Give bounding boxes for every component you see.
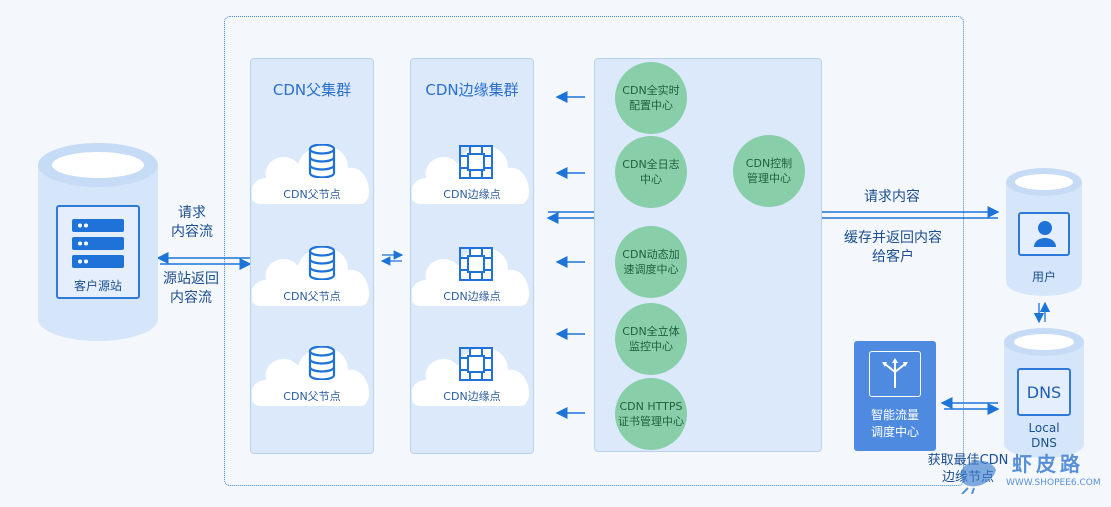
monitoring-center: CDN全立体监控中心 — [615, 303, 687, 375]
database-icon — [308, 144, 336, 178]
realtime-config-center: CDN全实时配置中心 — [615, 62, 687, 134]
dynamic-accel-line2: 速调度中心 — [623, 263, 679, 276]
parent-node-2-label: CDN父节点 — [283, 290, 341, 303]
request-content-label: 请求内容 — [864, 189, 920, 205]
local-dns-line2: DNS — [1031, 436, 1057, 450]
dns-icon-label: DNS — [1026, 382, 1062, 402]
control-center-line1: CDN控制 — [745, 157, 793, 170]
request-flow-line2: 内容流 — [171, 224, 213, 240]
watermark-url: WWW.SHOPEE6.COM — [1006, 478, 1101, 488]
cdn-system-frame — [224, 16, 964, 486]
return-flow-line2: 内容流 — [170, 290, 212, 306]
dispatch-icon-box — [869, 351, 921, 397]
return-flow-line1: 源站返回 — [163, 271, 219, 287]
monitoring-line1: CDN全立体 — [622, 325, 680, 338]
realtime-config-line1: CDN全实时 — [622, 84, 680, 97]
smart-dispatch-line1: 智能流量 — [870, 408, 919, 422]
control-management-center: CDN控制管理中心 — [733, 135, 805, 207]
user-box — [1018, 212, 1070, 256]
dynamic-accel-line1: CDN动态加 — [622, 248, 680, 261]
database-icon — [308, 246, 336, 280]
return-flow-label: 源站返回 内容流 — [156, 270, 226, 308]
edge-node-1: CDN边缘点 — [412, 134, 532, 206]
edge-network-icon — [459, 347, 493, 381]
https-cert-line1: CDN HTTPS — [619, 400, 683, 413]
cache-return-line1: 缓存并返回内容 — [844, 230, 942, 246]
user-label: 用户 — [1031, 270, 1056, 284]
log-center-line1: CDN全日志 — [622, 158, 680, 171]
origin-server-box: 客户源站 — [56, 205, 140, 299]
dynamic-acceleration-center: CDN动态加速调度中心 — [615, 226, 687, 298]
parent-cluster-title: CDN父集群 — [272, 81, 352, 99]
edge-node-2-label: CDN边缘点 — [443, 290, 501, 303]
parent-node-3-label: CDN父节点 — [283, 390, 341, 403]
control-center-line2: 管理中心 — [746, 172, 791, 185]
local-dns-line1: Local — [1028, 421, 1060, 435]
parent-node-3: CDN父节点 — [252, 336, 372, 408]
https-cert-center: CDN HTTPS 证书管理中心 — [615, 378, 687, 450]
server-rack-icon — [72, 219, 124, 268]
edge-node-3-label: CDN边缘点 — [443, 390, 501, 403]
smart-dispatch-center: 智能流量 调度中心 — [854, 341, 936, 451]
edge-node-2: CDN边缘点 — [412, 236, 532, 308]
database-icon — [308, 346, 336, 380]
monitoring-line2: 监控中心 — [628, 340, 673, 353]
cache-return-label: 缓存并返回内容 给客户 — [832, 229, 954, 267]
smart-dispatch-line2: 调度中心 — [870, 425, 919, 439]
parent-node-1-label: CDN父节点 — [283, 188, 341, 201]
user-cylinder: 用户 — [1006, 168, 1082, 296]
origin-server-label: 客户源站 — [73, 279, 122, 293]
smart-dispatch-label: 智能流量 调度中心 — [854, 407, 936, 441]
local-dns-cylinder: DNS Local DNS — [1004, 328, 1084, 458]
split-arrows-icon — [882, 358, 908, 388]
https-cert-line2: 证书管理中心 — [618, 415, 684, 428]
request-flow-label: 请求 内容流 — [160, 204, 224, 242]
dns-box: DNS — [1017, 368, 1071, 416]
parent-node-1: CDN父节点 — [252, 134, 372, 206]
parent-node-2: CDN父节点 — [252, 236, 372, 308]
edge-node-3: CDN边缘点 — [412, 336, 532, 408]
watermark: 虾皮路 WWW.SHOPEE6.COM — [956, 446, 1106, 504]
shrimp-logo-icon — [960, 460, 996, 494]
edge-network-icon — [459, 247, 493, 281]
user-icon — [1034, 221, 1056, 247]
local-dns-label: Local DNS — [1004, 421, 1084, 451]
watermark-title: 虾皮路 — [1012, 452, 1084, 476]
edge-node-1-label: CDN边缘点 — [443, 188, 501, 201]
realtime-config-line2: 配置中心 — [628, 99, 673, 112]
log-center-line2: 中心 — [639, 173, 662, 186]
cache-return-line2: 给客户 — [872, 249, 914, 265]
origin-server-cylinder: 客户源站 — [38, 143, 158, 341]
request-flow-line1: 请求 — [178, 205, 206, 221]
log-center: CDN全日志中心 — [615, 136, 687, 208]
edge-cluster-title: CDN边缘集群 — [425, 81, 519, 99]
edge-network-icon — [459, 145, 493, 179]
